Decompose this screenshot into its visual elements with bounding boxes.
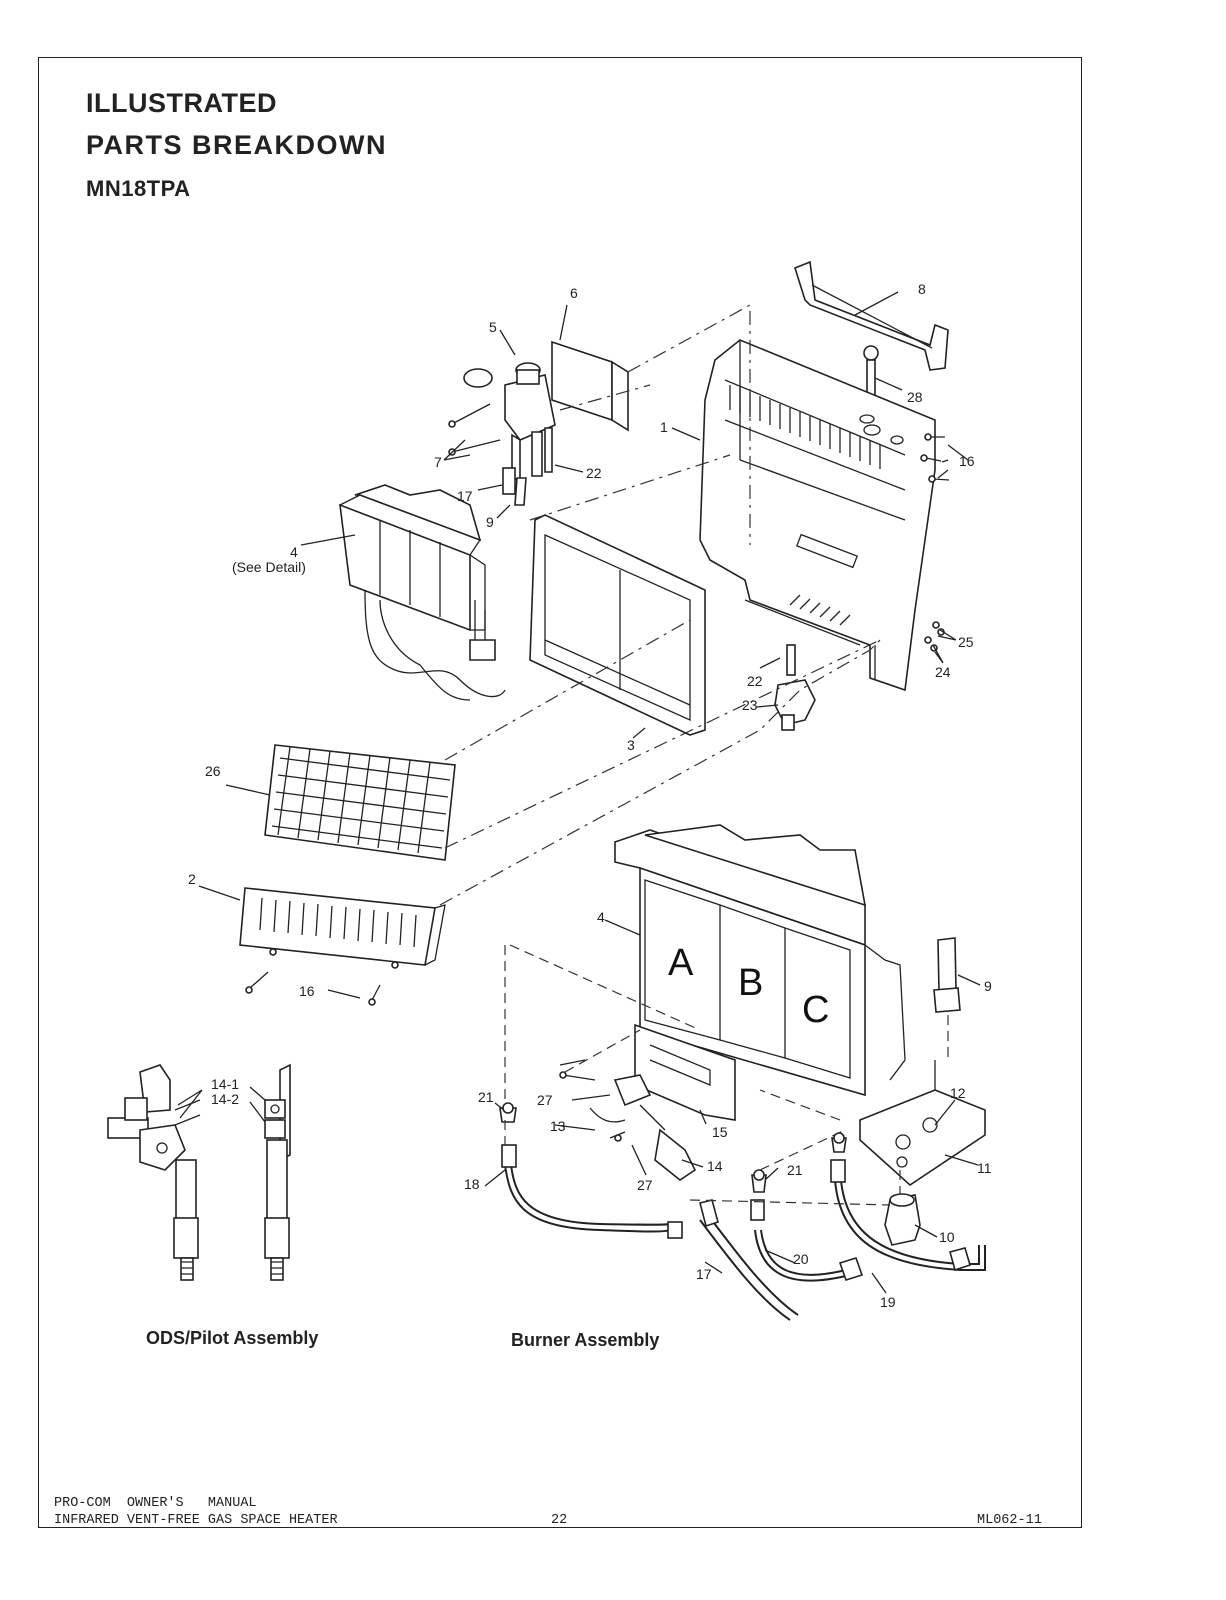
burner-plaque-a: A (668, 942, 694, 984)
part-4-burner-top (339, 484, 506, 701)
callout-27-top: 27 (537, 1092, 553, 1108)
callout-23: 23 (742, 697, 758, 713)
callout-3: 3 (627, 737, 635, 753)
part-9-pipe-top (514, 477, 527, 506)
part-2-lower-grille (239, 887, 446, 969)
callout-20: 20 (793, 1251, 809, 1267)
callout-14-1: 14-1 (211, 1076, 239, 1092)
footer-manual-title: PRO-COM OWNER'S MANUAL (54, 1496, 257, 1511)
cabinet-top-louvers (729, 385, 881, 469)
callout-9-right: 9 (984, 978, 992, 994)
callout-16-bottom: 16 (299, 983, 315, 999)
part-13-14-27-orifice (559, 1059, 697, 1181)
part-26-screen (264, 744, 456, 861)
callout-10: 10 (939, 1229, 955, 1245)
burner-plaque-b: B (738, 962, 763, 1004)
footer-page-number: 22 (551, 1513, 568, 1528)
part-16-screws-top (920, 433, 950, 483)
ods-pilot-assembly-drawing (107, 1063, 291, 1281)
callout-6: 6 (570, 285, 578, 301)
callout-12: 12 (950, 1085, 966, 1101)
callout-9-top: 9 (486, 514, 494, 530)
part-6-shield (551, 340, 629, 432)
callout-22-top: 22 (586, 465, 602, 481)
callout-26: 26 (205, 763, 221, 779)
part-22-23-fitting (774, 644, 816, 731)
callout-1: 1 (660, 419, 668, 435)
callout-4-large: 4 (597, 909, 605, 925)
callout-27-bottom: 27 (637, 1177, 653, 1193)
callout-4-top: 4 (290, 544, 298, 560)
callout-14-2: 14-2 (211, 1091, 239, 1107)
callout-21-right: 21 (787, 1162, 803, 1178)
burner-plaque-c: C (802, 989, 829, 1031)
page-title-line1: ILLUSTRATED (86, 88, 277, 118)
callout-14: 14 (707, 1158, 723, 1174)
callout-15: 15 (712, 1124, 728, 1140)
callout-13: 13 (550, 1118, 566, 1134)
part-17-tube-end (502, 467, 516, 495)
part-5-control-valve (463, 362, 556, 482)
callout-5: 5 (489, 319, 497, 335)
assembly-lines (439, 303, 949, 1206)
callout-numbers: 8 28 1 16 6 5 7 22 17 9 4 (See Detail) 2… (188, 281, 992, 1310)
callout-21-left: 21 (478, 1089, 494, 1105)
part-21-fittings (499, 1102, 847, 1193)
callout-19: 19 (880, 1294, 896, 1310)
part-4-burner-large: A B C (614, 824, 906, 1097)
part-7-screws (448, 403, 501, 456)
cabinet-bottom-louvers (789, 594, 851, 626)
part-9-pipe-right (933, 937, 961, 1013)
footer-product-name: INFRARED VENT-FREE GAS SPACE HEATER (54, 1513, 338, 1528)
part-16-screws-bottom (245, 971, 381, 1006)
part-1-cabinet (699, 339, 936, 692)
callout-24: 24 (935, 664, 951, 680)
callout-28: 28 (907, 389, 923, 405)
callout-7: 7 (434, 454, 442, 470)
callout-17-top: 17 (457, 488, 473, 504)
callout-25: 25 (958, 634, 974, 650)
callout-8: 8 (918, 281, 926, 297)
callout-18: 18 (464, 1176, 480, 1192)
page-border (38, 57, 1082, 1528)
part-8-wall-bracket (794, 260, 949, 371)
callout-11: 11 (977, 1160, 992, 1176)
page-title-line2: PARTS BREAKDOWN (86, 130, 387, 160)
caption-burner-assembly: Burner Assembly (511, 1330, 660, 1350)
callout-2: 2 (188, 871, 196, 887)
model-number: MN18TPA (86, 176, 191, 201)
part-15-manifold-bracket (634, 1023, 736, 1121)
callout-17-bottom: 17 (696, 1266, 712, 1282)
part-10-regulator (884, 1193, 921, 1246)
part-11-12-bracket (859, 1060, 986, 1187)
footer-document-code: ML062-11 (977, 1513, 1042, 1528)
callout-16-top: 16 (959, 453, 975, 469)
caption-ods-pilot-assembly: ODS/Pilot Assembly (146, 1328, 319, 1348)
leader-lines (177, 291, 981, 1294)
callout-22-mid: 22 (747, 673, 763, 689)
callout-4-detail: (See Detail) (232, 559, 306, 575)
part-3-front-frame (529, 514, 706, 736)
